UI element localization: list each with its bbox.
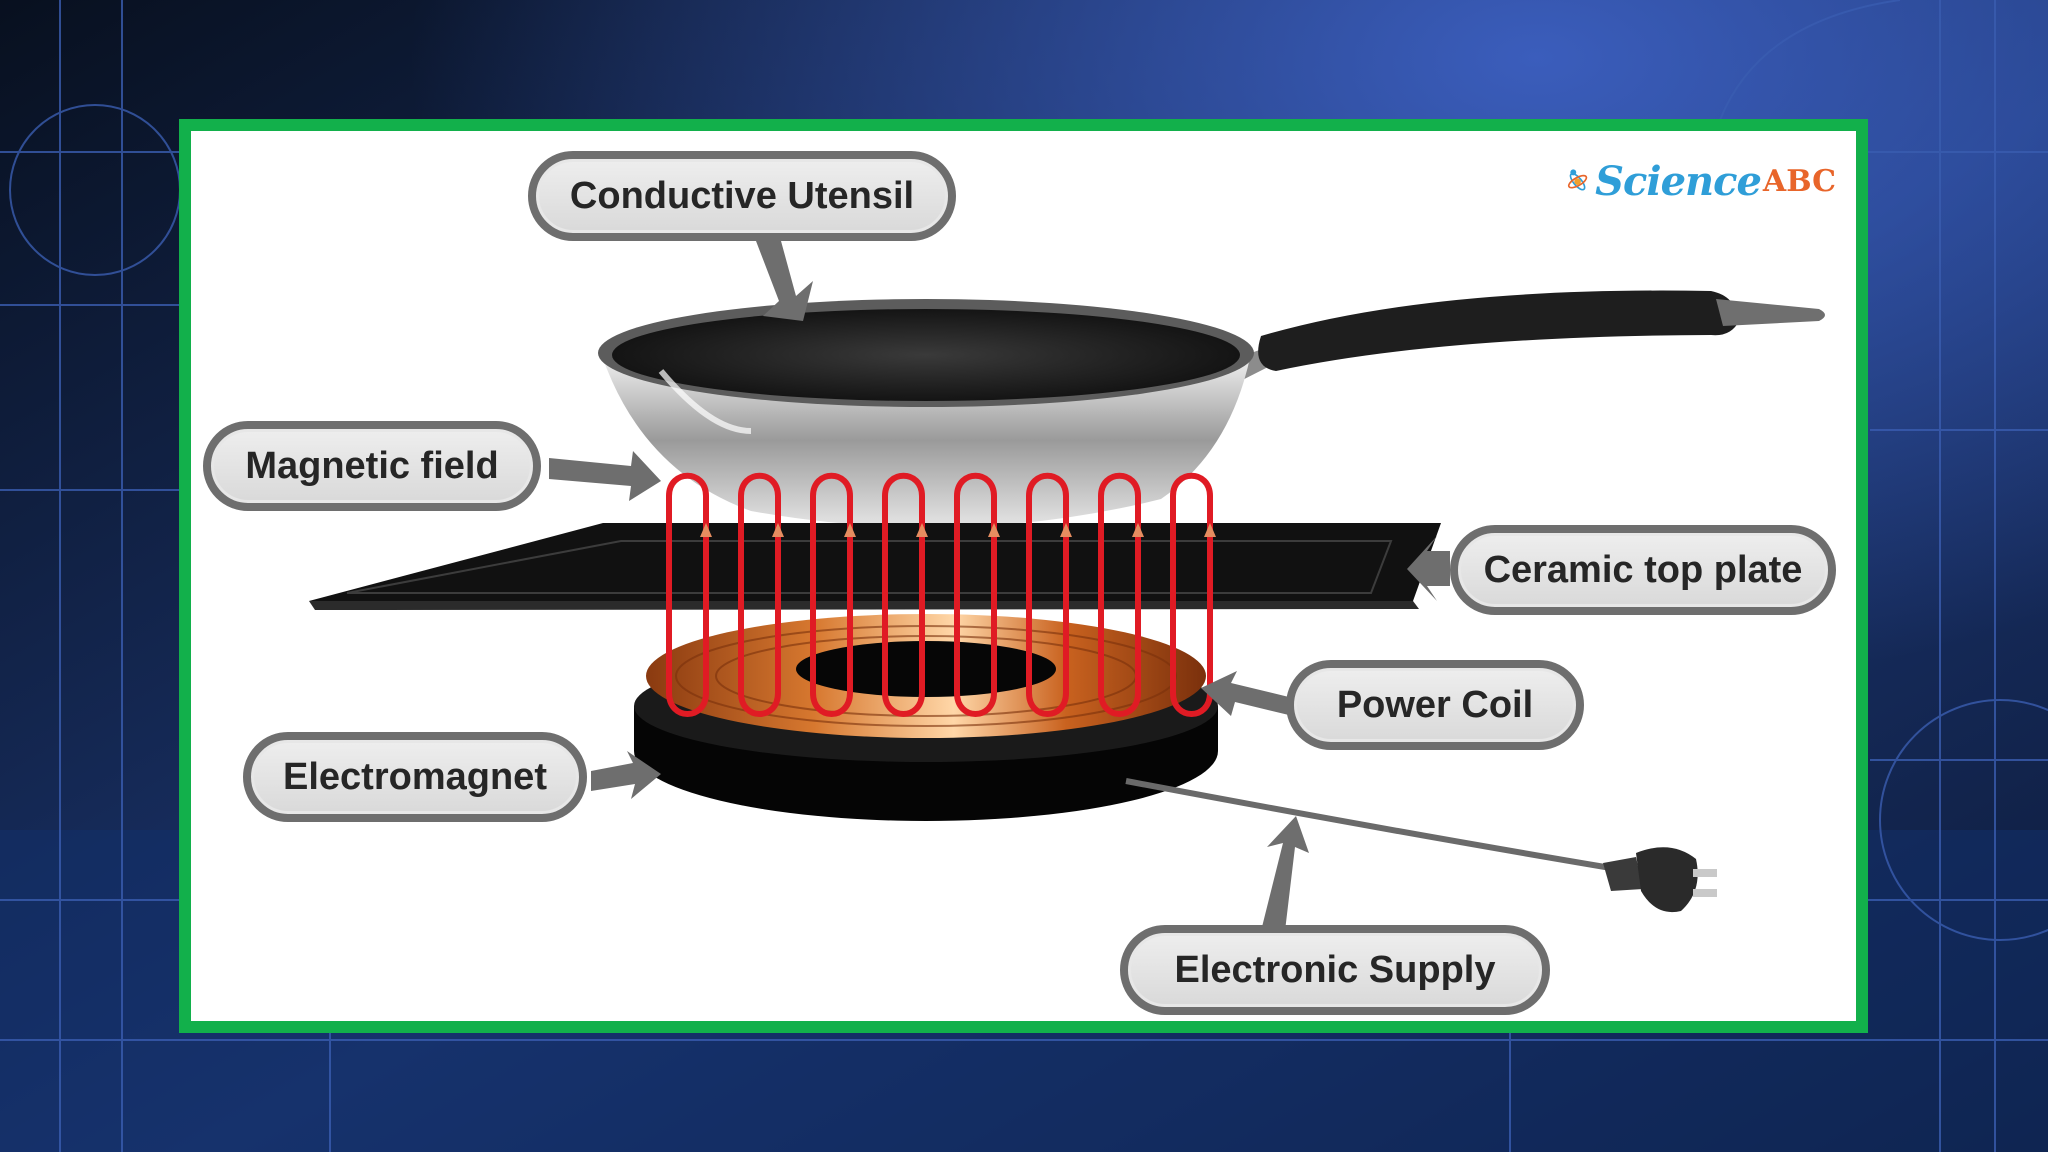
- induction-cooktop-diagram: [309, 241, 1825, 931]
- field-direction-arrows: [700, 523, 1216, 537]
- label-electromagnet: Electromagnet: [243, 732, 587, 822]
- logo-suffix: ABC: [1762, 163, 1836, 199]
- label-electronic-supply: Electronic Supply: [1120, 925, 1550, 1015]
- scienceabc-logo: Science ABC: [1566, 141, 1836, 221]
- power-coil: [646, 614, 1206, 738]
- label-magnetic-field: Magnetic field: [203, 421, 541, 511]
- logo-text: Science: [1595, 157, 1762, 205]
- pan-handle: [1176, 290, 1825, 406]
- label-power-coil: Power Coil: [1286, 660, 1584, 750]
- atom-logo-icon: [1567, 169, 1588, 191]
- label-ceramic-top-plate: Ceramic top plate: [1450, 525, 1836, 615]
- magnetic-field-lines: [666, 472, 1213, 717]
- label-conductive-utensil: Conductive Utensil: [528, 151, 956, 241]
- power-cable: [1125, 778, 1717, 913]
- callout-arrows: [549, 241, 1450, 931]
- diagram-frame: Conductive Utensil Magnetic field Cerami…: [179, 119, 1868, 1033]
- ceramic-top-plate: [309, 523, 1441, 610]
- frying-pan: [598, 299, 1254, 528]
